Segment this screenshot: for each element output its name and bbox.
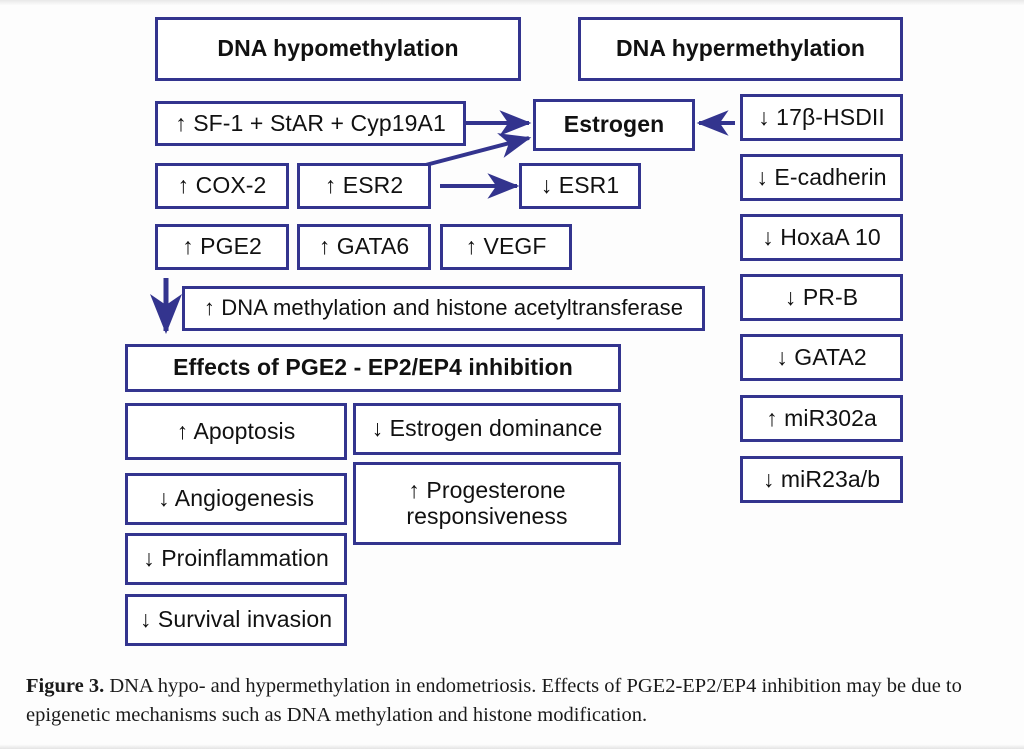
- node-hoxa10: ↓ HoxaA 10: [740, 214, 903, 261]
- node-pge2-label: ↑ PGE2: [182, 233, 262, 260]
- figure-caption: Figure 3. DNA hypo- and hypermethylation…: [26, 672, 1001, 730]
- node-estrogen-dominance-label: ↓ Estrogen dominance: [371, 415, 603, 442]
- pathway-diagram: DNA hypomethylation DNA hypermethylation…: [125, 17, 903, 646]
- node-gata6: ↑ GATA6: [297, 224, 431, 270]
- node-pge2: ↑ PGE2: [155, 224, 289, 270]
- node-dna-methylation-histone-acetyltransferase-label: ↑ DNA methylation and histone acetyltran…: [203, 295, 684, 321]
- node-esr1-label: ↓ ESR1: [540, 172, 620, 199]
- header-dna-hypomethylation-label: DNA hypomethylation: [217, 35, 459, 62]
- node-dna-methylation-histone-acetyltransferase: ↑ DNA methylation and histone acetyltran…: [182, 286, 705, 331]
- page-bottom-edge: [0, 744, 1024, 749]
- node-proinflammation: ↓ Proinflammation: [125, 533, 347, 585]
- node-17b-hsdii: ↓ 17β-HSDII: [740, 94, 903, 141]
- node-esr1: ↓ ESR1: [519, 163, 641, 209]
- node-progesterone-responsiveness-label: ↑ Progesterone responsiveness: [406, 476, 568, 529]
- node-esr2: ↑ ESR2: [297, 163, 431, 209]
- node-survival-invasion-label: ↓ Survival invasion: [139, 606, 333, 633]
- page-top-edge: [0, 0, 1024, 6]
- node-hoxa10-label: ↓ HoxaA 10: [762, 223, 881, 250]
- node-cox2: ↑ COX-2: [155, 163, 289, 209]
- header-dna-hypermethylation-label: DNA hypermethylation: [615, 35, 866, 62]
- header-effects-of-pge2-label: Effects of PGE2 - EP2/EP4 inhibition: [173, 354, 573, 381]
- node-estrogen-label: Estrogen: [563, 111, 665, 138]
- node-esr2-label: ↑ ESR2: [324, 172, 404, 199]
- node-mir23ab: ↓ miR23a/b: [740, 456, 903, 503]
- node-mir23ab-label: ↓ miR23a/b: [762, 465, 881, 492]
- header-dna-hypermethylation: DNA hypermethylation: [578, 17, 903, 81]
- node-progesterone-responsiveness: ↑ Progesterone responsiveness: [353, 462, 621, 545]
- node-apoptosis: ↑ Apoptosis: [125, 403, 347, 460]
- header-effects-of-pge2: Effects of PGE2 - EP2/EP4 inhibition: [125, 344, 621, 392]
- header-dna-hypomethylation: DNA hypomethylation: [155, 17, 521, 81]
- node-proinflammation-label: ↓ Proinflammation: [143, 545, 329, 572]
- node-gata2: ↓ GATA2: [740, 334, 903, 381]
- node-sf1-star-cyp19a1-label: ↑ SF-1 + StAR + Cyp19A1: [175, 109, 446, 136]
- figure-caption-label: Figure 3.: [26, 675, 105, 697]
- figure-caption-text: DNA hypo- and hypermethylation in endome…: [26, 675, 962, 727]
- node-angiogenesis: ↓ Angiogenesis: [125, 473, 347, 525]
- node-pr-b: ↓ PR-B: [740, 274, 903, 321]
- node-sf1-star-cyp19a1: ↑ SF-1 + StAR + Cyp19A1: [155, 101, 466, 146]
- node-mir302a-label: ↑ miR302a: [766, 404, 877, 431]
- node-pr-b-label: ↓ PR-B: [784, 283, 859, 310]
- node-estrogen: Estrogen: [533, 99, 695, 151]
- node-vegf-label: ↑ VEGF: [465, 233, 547, 260]
- node-angiogenesis-label: ↓ Angiogenesis: [157, 485, 315, 512]
- node-17b-hsdii-label: ↓ 17β-HSDII: [758, 103, 885, 130]
- node-e-cadherin: ↓ E-cadherin: [740, 154, 903, 201]
- node-e-cadherin-label: ↓ E-cadherin: [756, 163, 887, 190]
- node-gata2-label: ↓ GATA2: [776, 343, 867, 370]
- node-apoptosis-label: ↑ Apoptosis: [176, 417, 296, 444]
- node-gata6-label: ↑ GATA6: [318, 233, 410, 260]
- node-cox2-label: ↑ COX-2: [177, 172, 267, 199]
- node-vegf: ↑ VEGF: [440, 224, 572, 270]
- node-survival-invasion: ↓ Survival invasion: [125, 594, 347, 646]
- node-mir302a: ↑ miR302a: [740, 395, 903, 442]
- node-estrogen-dominance: ↓ Estrogen dominance: [353, 403, 621, 455]
